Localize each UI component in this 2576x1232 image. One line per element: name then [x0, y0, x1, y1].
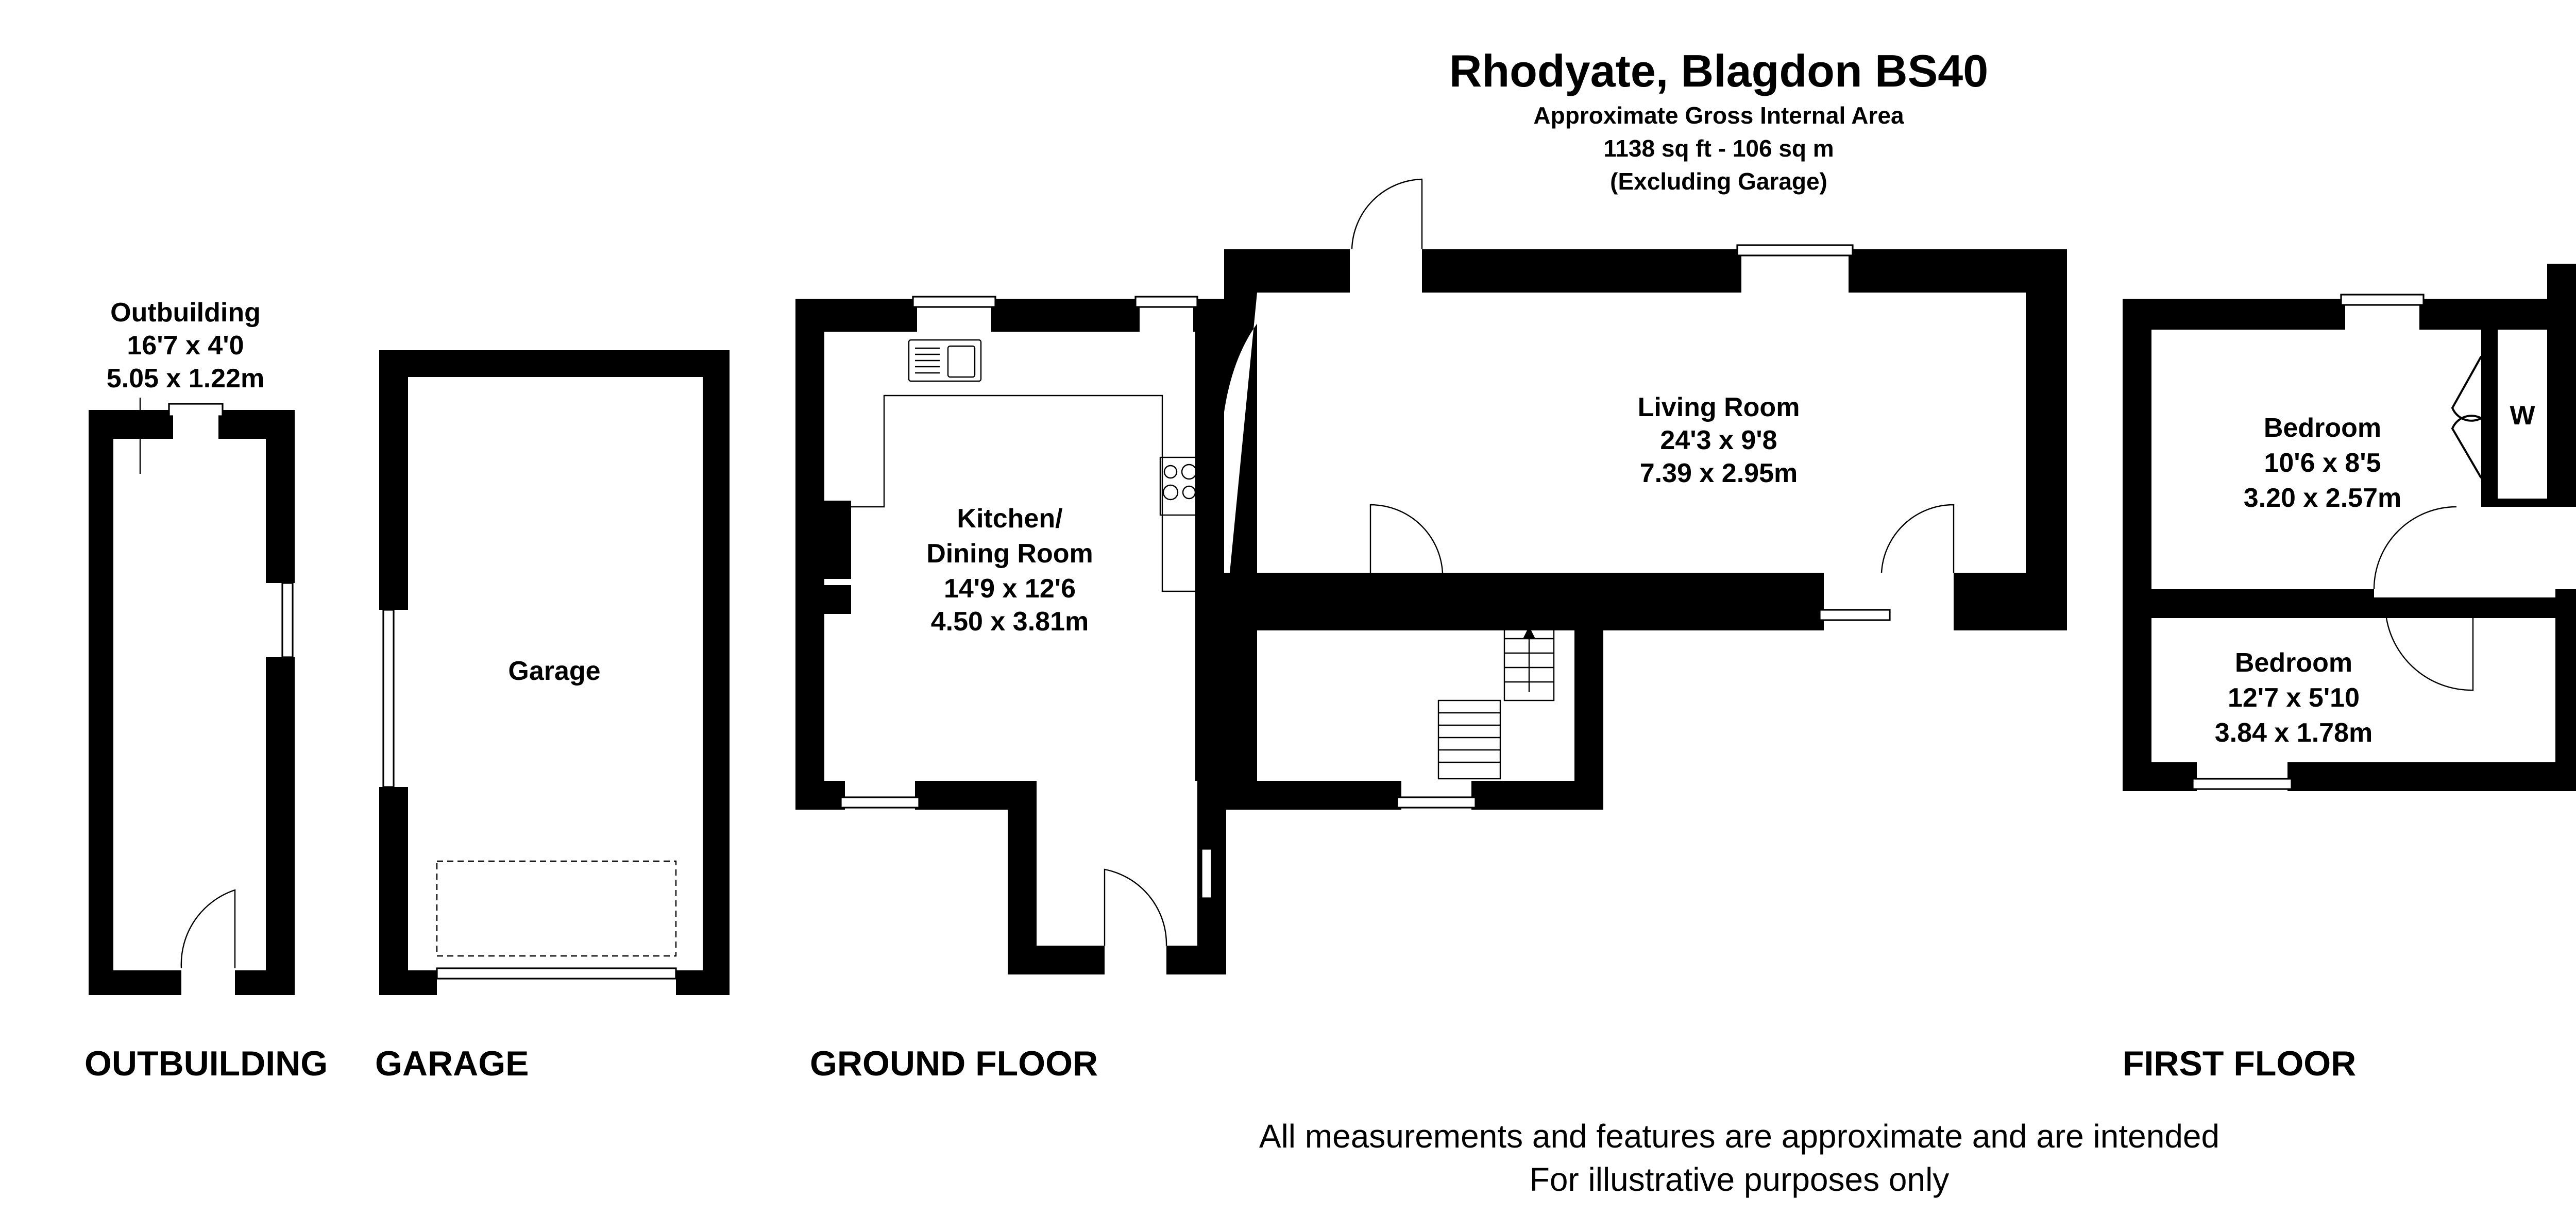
section-label-ground-floor: GROUND FLOOR: [810, 1044, 1098, 1083]
room-name: Bedroom: [2235, 648, 2352, 678]
section-label-garage: GARAGE: [375, 1044, 529, 1083]
room-size-imperial: 24'3 x 9'8: [1660, 425, 1777, 455]
room-name: Bedroom: [2264, 413, 2381, 443]
section-labels: OUTBUILDING GARAGE GROUND FLOOR FIRST FL…: [84, 1044, 2356, 1083]
room-size-imperial: 10'6 x 8'5: [2264, 448, 2381, 478]
door-swing: [180, 889, 236, 969]
window: [1134, 296, 1198, 308]
hall-floor: [1257, 630, 1574, 781]
door-swing: [1104, 868, 1167, 946]
window: [281, 582, 294, 658]
landing-floor: [2374, 507, 2576, 597]
disclaimer-line-2: For illustrative purposes only: [1530, 1161, 1950, 1198]
car-space: [436, 860, 677, 957]
room-size-imperial: 14'9 x 12'6: [944, 574, 1076, 604]
wardrobe: [2498, 330, 2555, 499]
room-size-imperial: 12'7 x 5'10: [2228, 683, 2360, 713]
staircase: [1437, 623, 1555, 780]
window: [2340, 294, 2425, 306]
first-floor-plan: W Bedroom 10'6 x 8'5 3.20 x 2.57m Bedroo…: [2123, 264, 2576, 791]
section-label-outbuilding: OUTBUILDING: [84, 1044, 328, 1083]
section-label-first-floor: FIRST FLOOR: [2123, 1044, 2356, 1083]
arrow-up-icon: [1523, 626, 1535, 639]
room-name: Garage: [508, 656, 600, 686]
window: [382, 609, 395, 788]
kitchen-worktop: [824, 395, 1195, 592]
window: [912, 296, 996, 308]
area-note: (Excluding Garage): [1610, 168, 1827, 195]
garage-door: [436, 967, 677, 980]
door-swing: [2373, 506, 2457, 590]
bathroom-walls: [2547, 264, 2576, 507]
door-swing: [1369, 504, 1444, 573]
room-name-2: Dining Room: [926, 539, 1093, 569]
area-caption: Approximate Gross Internal Area: [1533, 102, 1904, 129]
room-name: Kitchen/: [957, 504, 1062, 534]
plan-title: Rhodyate, Blagdon BS40: [1449, 45, 1988, 96]
garage-floor: [408, 377, 703, 970]
bedroom2-floor: [2151, 618, 2555, 762]
hob-icon: [1159, 456, 1202, 516]
porch-floor: [1037, 781, 1197, 946]
room-name: Outbuilding: [110, 298, 261, 328]
header: Rhodyate, Blagdon BS40 Approximate Gross…: [1449, 45, 1988, 195]
room-size-metric: 7.39 x 2.95m: [1640, 458, 1798, 488]
room-size-metric: 4.50 x 3.81m: [931, 607, 1089, 637]
sink-icon: [908, 339, 982, 382]
gross-area: 1138 sq ft - 106 sq m: [1603, 135, 1834, 162]
disclaimer-line-1: All measurements and features are approx…: [1259, 1118, 2219, 1155]
door-swing: [1351, 178, 1423, 250]
outbuilding-floor: [113, 439, 266, 970]
room-size-imperial: 16'7 x 4'0: [127, 331, 244, 361]
outbuilding-plan: Outbuilding 16'7 x 4'0 5.05 x 1.22m: [89, 298, 295, 997]
stair-block-walls: [2555, 589, 2576, 791]
window: [2192, 778, 2293, 790]
room-size-metric: 5.05 x 1.22m: [107, 364, 264, 393]
ground-floor-plan: Kitchen/ Dining Room 14'9 x 12'6 4.50 x …: [795, 178, 2067, 974]
room-name: Living Room: [1638, 392, 1800, 422]
room-size-metric: 3.84 x 1.78m: [2215, 718, 2372, 748]
door-swing: [1880, 504, 1955, 573]
garage-plan: Garage: [379, 350, 730, 997]
door-swing: [2385, 618, 2474, 691]
wardrobe-label: W: [2510, 401, 2535, 431]
kitchen-floor: [824, 332, 1195, 781]
window: [1736, 244, 1854, 256]
window: [840, 796, 920, 809]
disclaimer: All measurements and features are approx…: [1259, 1118, 2219, 1198]
window: [1200, 848, 1213, 899]
wardrobe-doors: [2451, 356, 2484, 479]
window: [1819, 609, 1891, 621]
window: [1396, 796, 1477, 809]
living-room-floor: [1257, 293, 2026, 573]
